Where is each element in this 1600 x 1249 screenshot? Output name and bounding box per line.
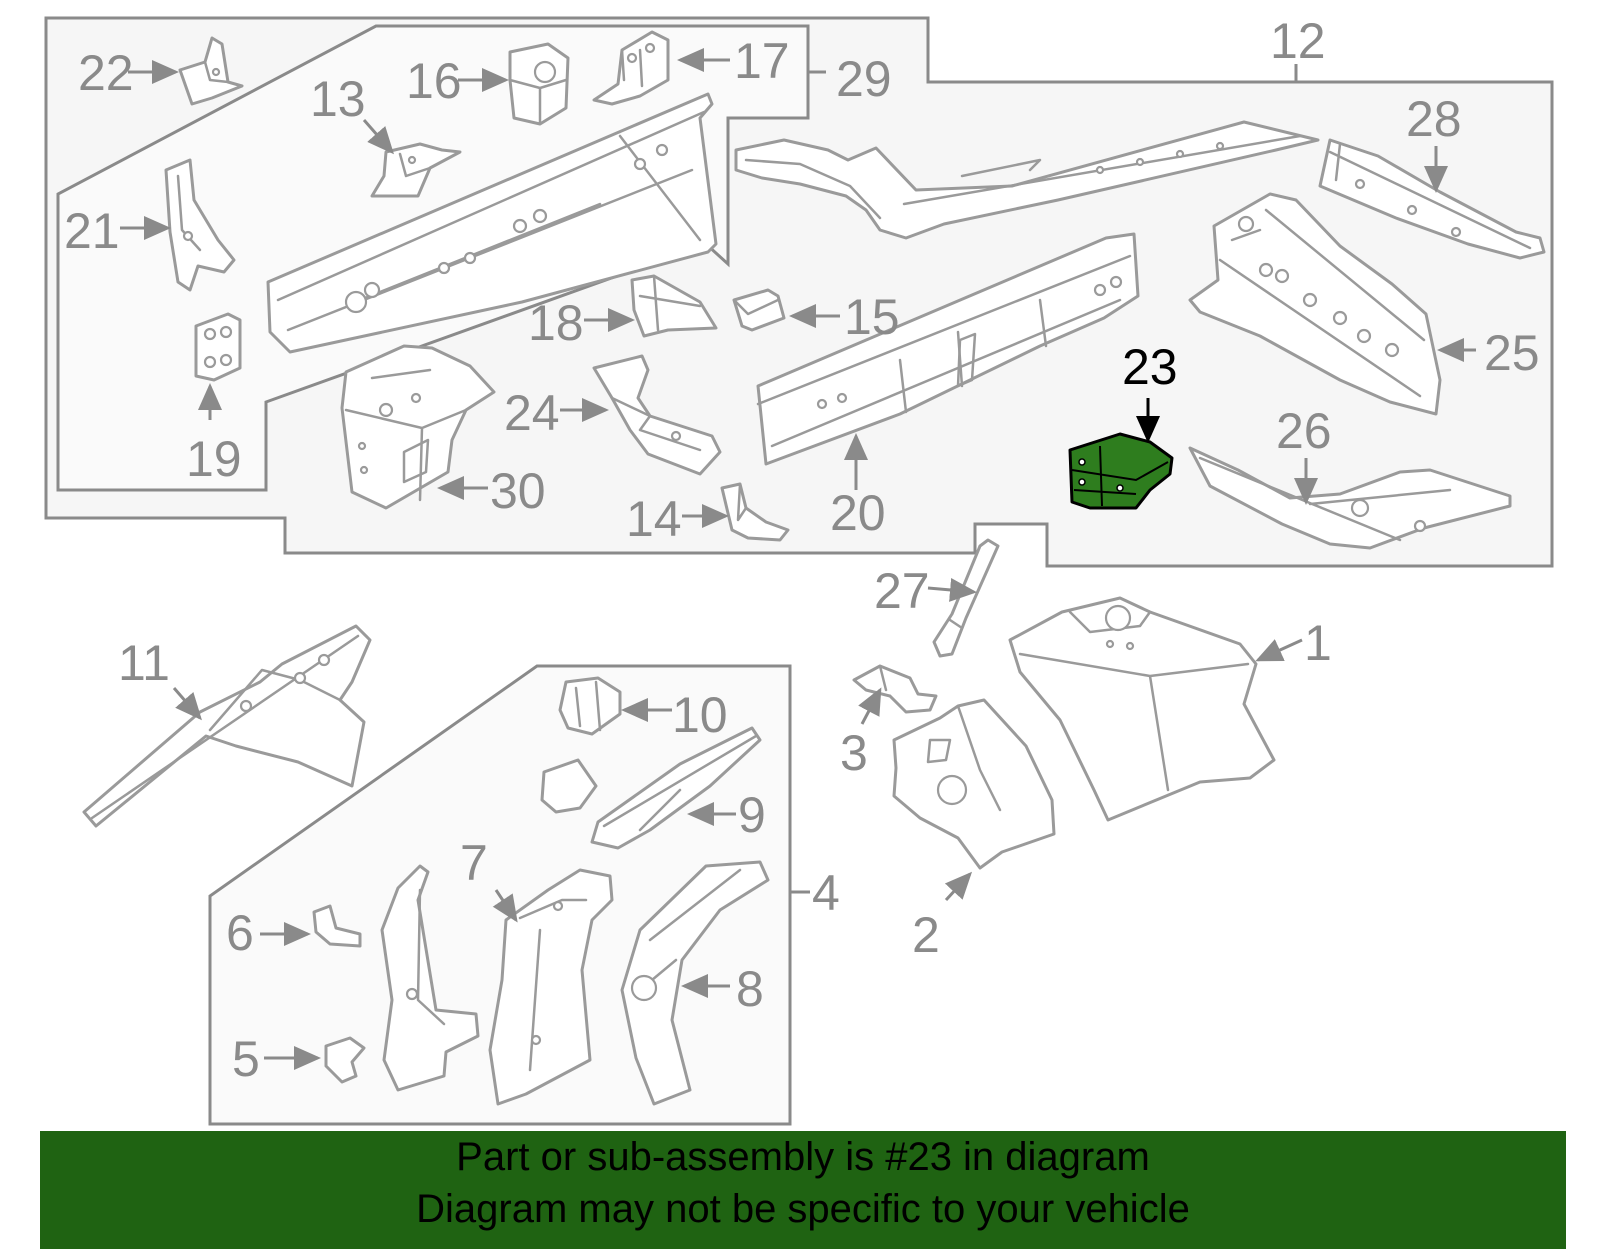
callout-17: 17 <box>734 33 790 89</box>
part-24[interactable] <box>592 354 722 476</box>
callout-6: 6 <box>226 905 254 961</box>
part-27[interactable] <box>932 538 1000 658</box>
part-23-highlighted[interactable] <box>1068 432 1174 510</box>
callout-29: 29 <box>836 51 892 107</box>
part-10[interactable] <box>558 676 622 736</box>
part-6[interactable] <box>312 904 362 948</box>
part-30[interactable] <box>340 344 496 510</box>
part-15[interactable] <box>732 288 786 332</box>
part-5[interactable] <box>324 1036 366 1084</box>
callout-5: 5 <box>232 1031 260 1087</box>
callout-20: 20 <box>830 485 886 541</box>
part-13[interactable] <box>370 142 462 198</box>
callout-3: 3 <box>840 725 868 781</box>
part-11[interactable] <box>82 624 372 828</box>
callout-1: 1 <box>1304 615 1332 671</box>
part-16[interactable] <box>508 42 570 126</box>
callout-27: 27 <box>874 563 930 619</box>
callout-13: 13 <box>310 71 366 127</box>
banner-line-1: Part or sub-assembly is #23 in diagram <box>456 1135 1150 1179</box>
part-14[interactable] <box>720 482 790 542</box>
callout-15: 15 <box>844 289 900 345</box>
callout-19: 19 <box>186 431 242 487</box>
part-19[interactable] <box>194 312 242 382</box>
part-7[interactable] <box>488 868 614 1106</box>
part-22[interactable] <box>178 36 244 106</box>
part-1[interactable] <box>1008 596 1276 822</box>
callout-8: 8 <box>736 961 764 1017</box>
info-banner: Part or sub-assembly is #23 in diagram D… <box>40 1131 1566 1249</box>
callout-4: 4 <box>812 865 840 921</box>
part-9[interactable] <box>540 726 762 850</box>
callout-18: 18 <box>528 295 584 351</box>
callout-28: 28 <box>1406 91 1462 147</box>
part-18[interactable] <box>630 274 718 338</box>
part-26[interactable] <box>1188 446 1512 550</box>
callout-22: 22 <box>78 45 134 101</box>
part-rocker-rail[interactable] <box>734 120 1320 240</box>
callout-14: 14 <box>626 491 682 547</box>
part-29[interactable] <box>266 92 718 354</box>
leader-lines <box>120 48 1476 1070</box>
callout-16: 16 <box>406 53 462 109</box>
part-8[interactable] <box>620 860 770 1106</box>
part-21[interactable] <box>164 158 236 292</box>
callout-12: 12 <box>1270 13 1326 69</box>
callout-26: 26 <box>1276 403 1332 459</box>
part-17[interactable] <box>592 30 670 106</box>
part-20[interactable] <box>756 232 1140 466</box>
banner-line-2: Diagram may not be specific to your vehi… <box>416 1187 1190 1231</box>
part-25[interactable] <box>1188 192 1442 416</box>
callout-30: 30 <box>490 463 546 519</box>
callout-7: 7 <box>460 835 488 891</box>
callout-9: 9 <box>738 787 766 843</box>
callout-2: 2 <box>912 907 940 963</box>
callout-11: 11 <box>118 635 170 691</box>
part-3[interactable] <box>852 664 938 714</box>
callout-24: 24 <box>504 385 560 441</box>
part-inner-pillar[interactable] <box>380 864 480 1092</box>
callout-labels: 22 16 17 29 13 21 19 18 15 24 30 14 20 1… <box>64 13 1540 1087</box>
callout-10: 10 <box>672 687 728 743</box>
callout-23: 23 <box>1122 339 1178 395</box>
callout-25: 25 <box>1484 325 1540 381</box>
part-28[interactable] <box>1318 138 1546 260</box>
part-2[interactable] <box>892 698 1056 870</box>
callout-21: 21 <box>64 203 120 259</box>
